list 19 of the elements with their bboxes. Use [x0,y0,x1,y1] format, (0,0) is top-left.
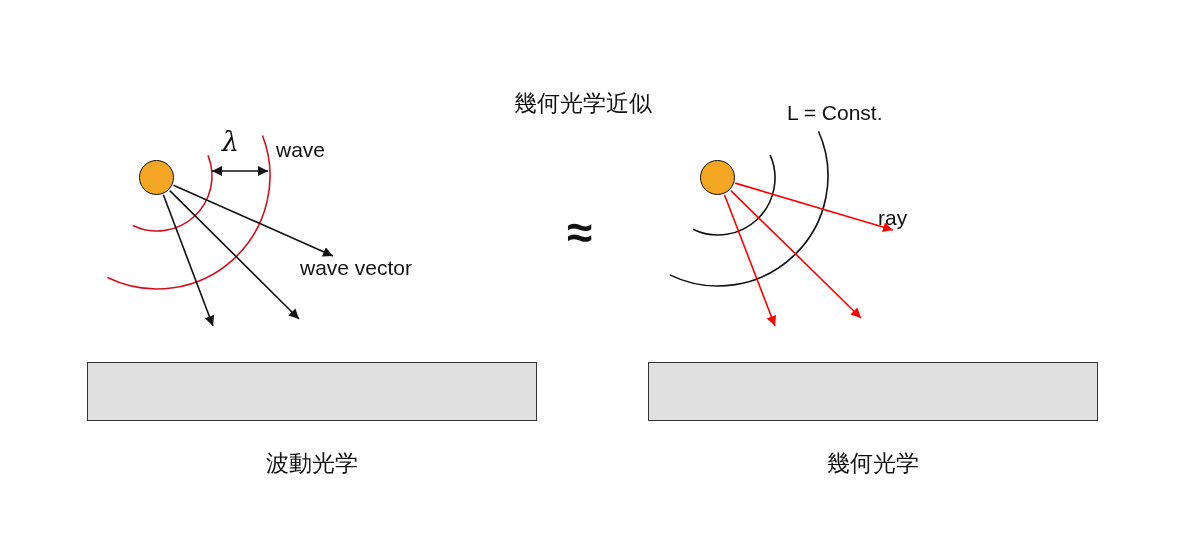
title: 幾何光学近似 [514,92,652,115]
label: wave vector [300,257,413,279]
slab-box [87,362,537,421]
node-label: 波動光学 [266,452,358,475]
label: wave [276,139,326,160]
light-source-circle [139,160,174,195]
slab-box [648,362,1098,421]
label: ray [878,207,908,229]
arrow [734,182,894,232]
arrow [168,189,300,320]
arrow [730,189,862,319]
light-source-circle [700,160,735,195]
approx-symbol: ≈ [567,209,593,255]
label: L = Const. [787,102,883,123]
node-label: 幾何光学 [827,452,919,475]
wavelength-symbol: λ [222,128,240,155]
arrow [162,194,215,327]
arrow [723,194,777,327]
arrow [172,184,334,257]
